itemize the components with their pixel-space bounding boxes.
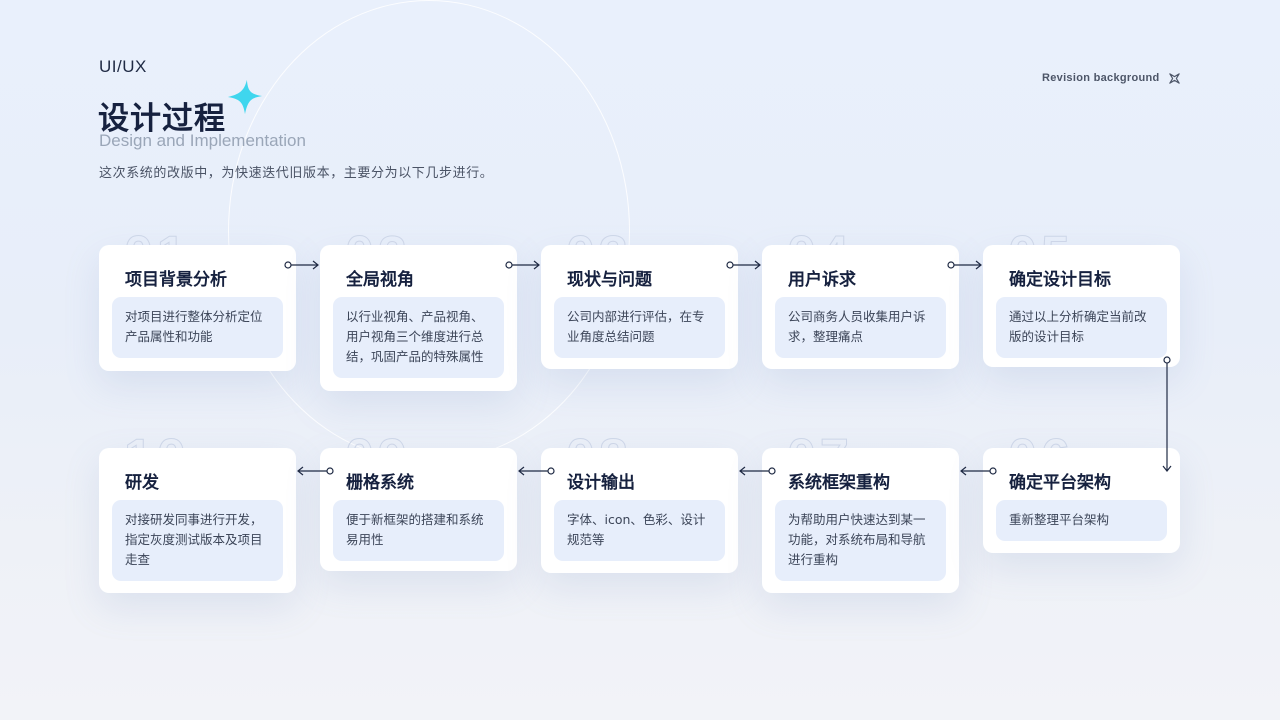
- step-description: 字体、icon、色彩、设计规范等: [554, 500, 725, 561]
- step-card: 全局视角 以行业视角、产品视角、用户视角三个维度进行总结，巩固产品的特殊属性: [320, 245, 517, 391]
- step-title: 全局视角: [346, 270, 414, 290]
- step-title: 研发: [125, 473, 159, 493]
- step-card: 栅格系统 便于新框架的搭建和系统易用性: [320, 448, 517, 571]
- step-card: 确定平台架构 重新整理平台架构: [983, 448, 1180, 553]
- page-description: 这次系统的改版中，为快速迭代旧版本，主要分为以下几步进行。: [99, 166, 494, 181]
- step-title: 现状与问题: [567, 270, 652, 290]
- step-description: 以行业视角、产品视角、用户视角三个维度进行总结，巩固产品的特殊属性: [333, 297, 504, 378]
- page-title: 设计过程: [98, 101, 226, 137]
- step-title: 确定设计目标: [1009, 270, 1111, 290]
- step-description: 便于新框架的搭建和系统易用性: [333, 500, 504, 561]
- brand-label: UI/UX: [99, 57, 147, 76]
- step-title: 项目背景分析: [125, 270, 227, 290]
- step-title: 用户诉求: [788, 270, 856, 290]
- step-card: 系统框架重构 为帮助用户快速达到某一功能，对系统布局和导航进行重构: [762, 448, 959, 593]
- step-card: 确定设计目标 通过以上分析确定当前改版的设计目标: [983, 245, 1180, 367]
- step-description: 公司内部进行评估，在专业角度总结问题: [554, 297, 725, 358]
- step-card: 设计输出 字体、icon、色彩、设计规范等: [541, 448, 738, 573]
- step-description: 对接研发同事进行开发，指定灰度测试版本及项目走查: [112, 500, 283, 581]
- star-icon: [1169, 73, 1180, 84]
- step-description: 通过以上分析确定当前改版的设计目标: [996, 297, 1167, 358]
- step-title: 确定平台架构: [1009, 473, 1111, 493]
- step-description: 对项目进行整体分析定位产品属性和功能: [112, 297, 283, 358]
- step-card: 研发 对接研发同事进行开发，指定灰度测试版本及项目走查: [99, 448, 296, 593]
- step-title: 系统框架重构: [788, 473, 890, 493]
- step-description: 公司商务人员收集用户诉求，整理痛点: [775, 297, 946, 358]
- step-title: 设计输出: [567, 473, 635, 493]
- step-title: 栅格系统: [346, 473, 414, 493]
- step-card: 现状与问题 公司内部进行评估，在专业角度总结问题: [541, 245, 738, 369]
- step-card: 用户诉求 公司商务人员收集用户诉求，整理痛点: [762, 245, 959, 369]
- revision-label: Revision background: [1042, 72, 1160, 84]
- page-subtitle: Design and Implementation: [99, 131, 306, 150]
- step-card: 项目背景分析 对项目进行整体分析定位产品属性和功能: [99, 245, 296, 371]
- sparkle-icon: [227, 79, 263, 115]
- step-description: 重新整理平台架构: [996, 500, 1167, 541]
- step-description: 为帮助用户快速达到某一功能，对系统布局和导航进行重构: [775, 500, 946, 581]
